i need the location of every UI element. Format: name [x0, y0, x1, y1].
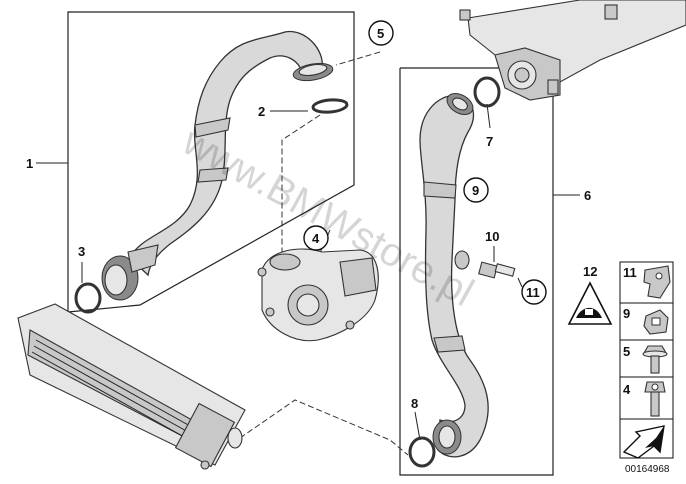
warning-triangle-icon	[567, 281, 613, 325]
sensor-10	[478, 261, 516, 279]
callout-10: 10	[485, 229, 499, 244]
sealing-ring-2	[311, 98, 349, 114]
group-frame-1	[67, 11, 355, 313]
leader-11	[517, 277, 523, 288]
legend-number-4: 4	[623, 382, 631, 397]
callout-11: 11	[526, 285, 540, 300]
callout-8: 8	[411, 396, 418, 411]
dash-line-cooler	[239, 399, 409, 456]
dash-line-5	[335, 51, 381, 66]
callout-6: 6	[584, 188, 591, 203]
callout-2: 2	[258, 104, 265, 119]
callout-5: 5	[377, 26, 384, 41]
legend-box-5	[619, 339, 674, 378]
callout-3: 3	[78, 244, 85, 259]
callout-circle-4	[303, 225, 329, 251]
callout-9: 9	[472, 183, 479, 198]
legend-number-9: 9	[623, 306, 630, 321]
charge-air-hose-6	[419, 93, 489, 458]
charge-air-hose-1	[101, 30, 334, 301]
spring-clip-icon	[643, 309, 669, 335]
callout-1: 1	[26, 156, 33, 171]
callout-circle-9	[463, 177, 489, 203]
sealing-ring-7	[473, 76, 501, 108]
legend-number-11: 11	[623, 265, 637, 280]
callout-4: 4	[312, 231, 320, 246]
engine-intake	[459, 0, 686, 101]
sealing-ring-3	[74, 282, 102, 314]
direction-arrow-icon	[622, 425, 665, 459]
callout-12: 12	[583, 264, 597, 279]
callout-circle-11	[521, 279, 547, 305]
diagram-id: 00164968	[625, 464, 670, 475]
dash-line-2	[281, 114, 321, 252]
hex-bolt-icon	[644, 381, 666, 417]
sealing-ring-8	[408, 436, 436, 468]
intercooler	[17, 303, 246, 470]
callout-circle-5	[368, 20, 394, 46]
legend: 11 9 5 4	[619, 261, 674, 459]
hex-flange-bolt-icon	[642, 345, 668, 374]
legend-number-5: 5	[623, 344, 630, 359]
callout-7: 7	[486, 134, 493, 149]
turbocharger	[257, 248, 379, 342]
leader-8	[414, 411, 421, 441]
leader-7	[486, 103, 491, 129]
bracket-clip-icon	[643, 265, 671, 299]
